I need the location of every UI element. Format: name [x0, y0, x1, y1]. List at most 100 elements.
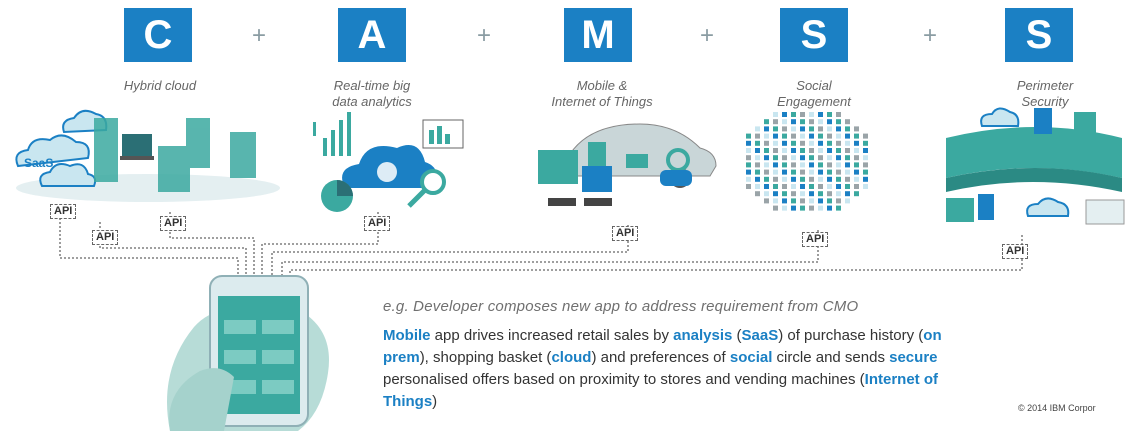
mosaic-tile: [854, 126, 859, 132]
mosaic-tile: [800, 126, 805, 132]
highlighted-keyword: Internet of Things: [383, 371, 938, 410]
mosaic-tile: [809, 155, 814, 161]
highlighted-keyword: secure: [889, 349, 938, 366]
api-tag: API: [1002, 244, 1029, 259]
mosaic-tile: [836, 198, 841, 204]
mosaic-tile: [782, 184, 787, 189]
mosaic-tile: [782, 119, 787, 125]
mosaic-tile: [764, 140, 769, 146]
description-text: ): [432, 393, 438, 410]
mosaic-tile: [809, 126, 814, 132]
mosaic-tile: [791, 176, 796, 182]
mosaic-tile: [746, 140, 751, 146]
mosaic-tile: [782, 198, 787, 204]
mosaic-tile: [746, 169, 751, 175]
mosaic-tile: [836, 119, 841, 125]
mosaic-tile: [827, 155, 832, 161]
security-illustration: [946, 107, 1125, 225]
mosaic-tile: [863, 169, 868, 175]
mosaic-tile: [773, 119, 778, 125]
mosaic-tile: [818, 140, 823, 146]
mosaic-tile: [827, 112, 832, 117]
mosaic-tile: [800, 162, 805, 168]
mosaic-tile: [809, 148, 814, 153]
mosaic-tile: [773, 162, 778, 168]
mosaic-tile: [782, 205, 787, 211]
mosaic-tile: [800, 140, 805, 146]
mosaic-tile: [755, 169, 760, 175]
description-paragraph: Mobile app drives increased retail sales…: [383, 325, 943, 413]
mosaic-tile: [755, 176, 760, 182]
mosaic-tile: [800, 148, 805, 153]
mosaic-tile: [782, 133, 787, 139]
mosaic-tile: [845, 162, 850, 168]
highlighted-keyword: Mobile: [383, 327, 431, 344]
mosaic-tile: [773, 184, 778, 189]
mosaic-tile: [800, 205, 805, 211]
mosaic-tile: [827, 169, 832, 175]
mosaic-tile: [755, 184, 760, 189]
mosaic-tile: [791, 119, 796, 125]
mosaic-tile: [791, 126, 796, 132]
mosaic-tile: [836, 176, 841, 182]
mosaic-tile: [782, 112, 787, 117]
mosaic-tile: [809, 176, 814, 182]
mosaic-tile: [845, 140, 850, 146]
mosaic-tile: [764, 176, 769, 182]
mosaic-tile: [818, 176, 823, 182]
mosaic-tile: [845, 126, 850, 132]
mosaic-tile: [800, 191, 805, 197]
mosaic-tile: [818, 162, 823, 168]
mosaic-tile: [764, 133, 769, 139]
mosaic-tile: [854, 155, 859, 161]
mosaic-tile: [764, 169, 769, 175]
mosaic-tile: [836, 126, 841, 132]
example-caption: e.g. Developer composes new app to addre…: [383, 298, 859, 315]
mosaic-tile: [818, 184, 823, 189]
mosaic-tile: [782, 155, 787, 161]
mosaic-tile: [818, 133, 823, 139]
mosaic-tile: [845, 119, 850, 125]
mosaic-tile: [791, 140, 796, 146]
mosaic-tile: [782, 126, 787, 132]
caption-mobile-iot: Mobile &Internet of Things: [551, 78, 653, 109]
mosaic-tile: [809, 191, 814, 197]
mosaic-tile: [836, 162, 841, 168]
api-tag: API: [50, 204, 77, 219]
mosaic-tile: [800, 184, 805, 189]
mosaic-tile: [800, 155, 805, 161]
tile-s-social: S: [780, 8, 848, 62]
mosaic-tile: [818, 148, 823, 153]
mosaic-tile: [836, 112, 841, 117]
mosaic-tile: [845, 169, 850, 175]
mosaic-tile: [809, 119, 814, 125]
mosaic-tile: [755, 191, 760, 197]
mosaic-tile: [791, 148, 796, 153]
mosaic-tile: [863, 148, 868, 153]
mosaic-tile: [746, 176, 751, 182]
mosaic-tile: [809, 140, 814, 146]
mosaic-tile: [809, 184, 814, 189]
description-text: (: [732, 327, 742, 344]
mosaic-tile: [800, 176, 805, 182]
mosaic-tile: [809, 205, 814, 211]
plus-sign: +: [252, 22, 267, 49]
hybrid-cloud-illustration: [15, 109, 280, 202]
description-text: personalised offers based on proximity t…: [383, 371, 865, 388]
mosaic-tile: [818, 198, 823, 204]
mosaic-tile: [782, 162, 787, 168]
mosaic-tile: [845, 148, 850, 153]
mosaic-tile: [827, 176, 832, 182]
mosaic-tile: [800, 112, 805, 117]
mosaic-tile: [836, 148, 841, 153]
mosaic-tile: [800, 169, 805, 175]
mosaic-tile: [854, 133, 859, 139]
mosaic-tile: [863, 176, 868, 182]
api-tag: API: [802, 232, 829, 247]
mosaic-tile: [827, 184, 832, 189]
mosaic-tile: [827, 191, 832, 197]
mosaic-tile: [827, 133, 832, 139]
mosaic-tile: [764, 126, 769, 132]
